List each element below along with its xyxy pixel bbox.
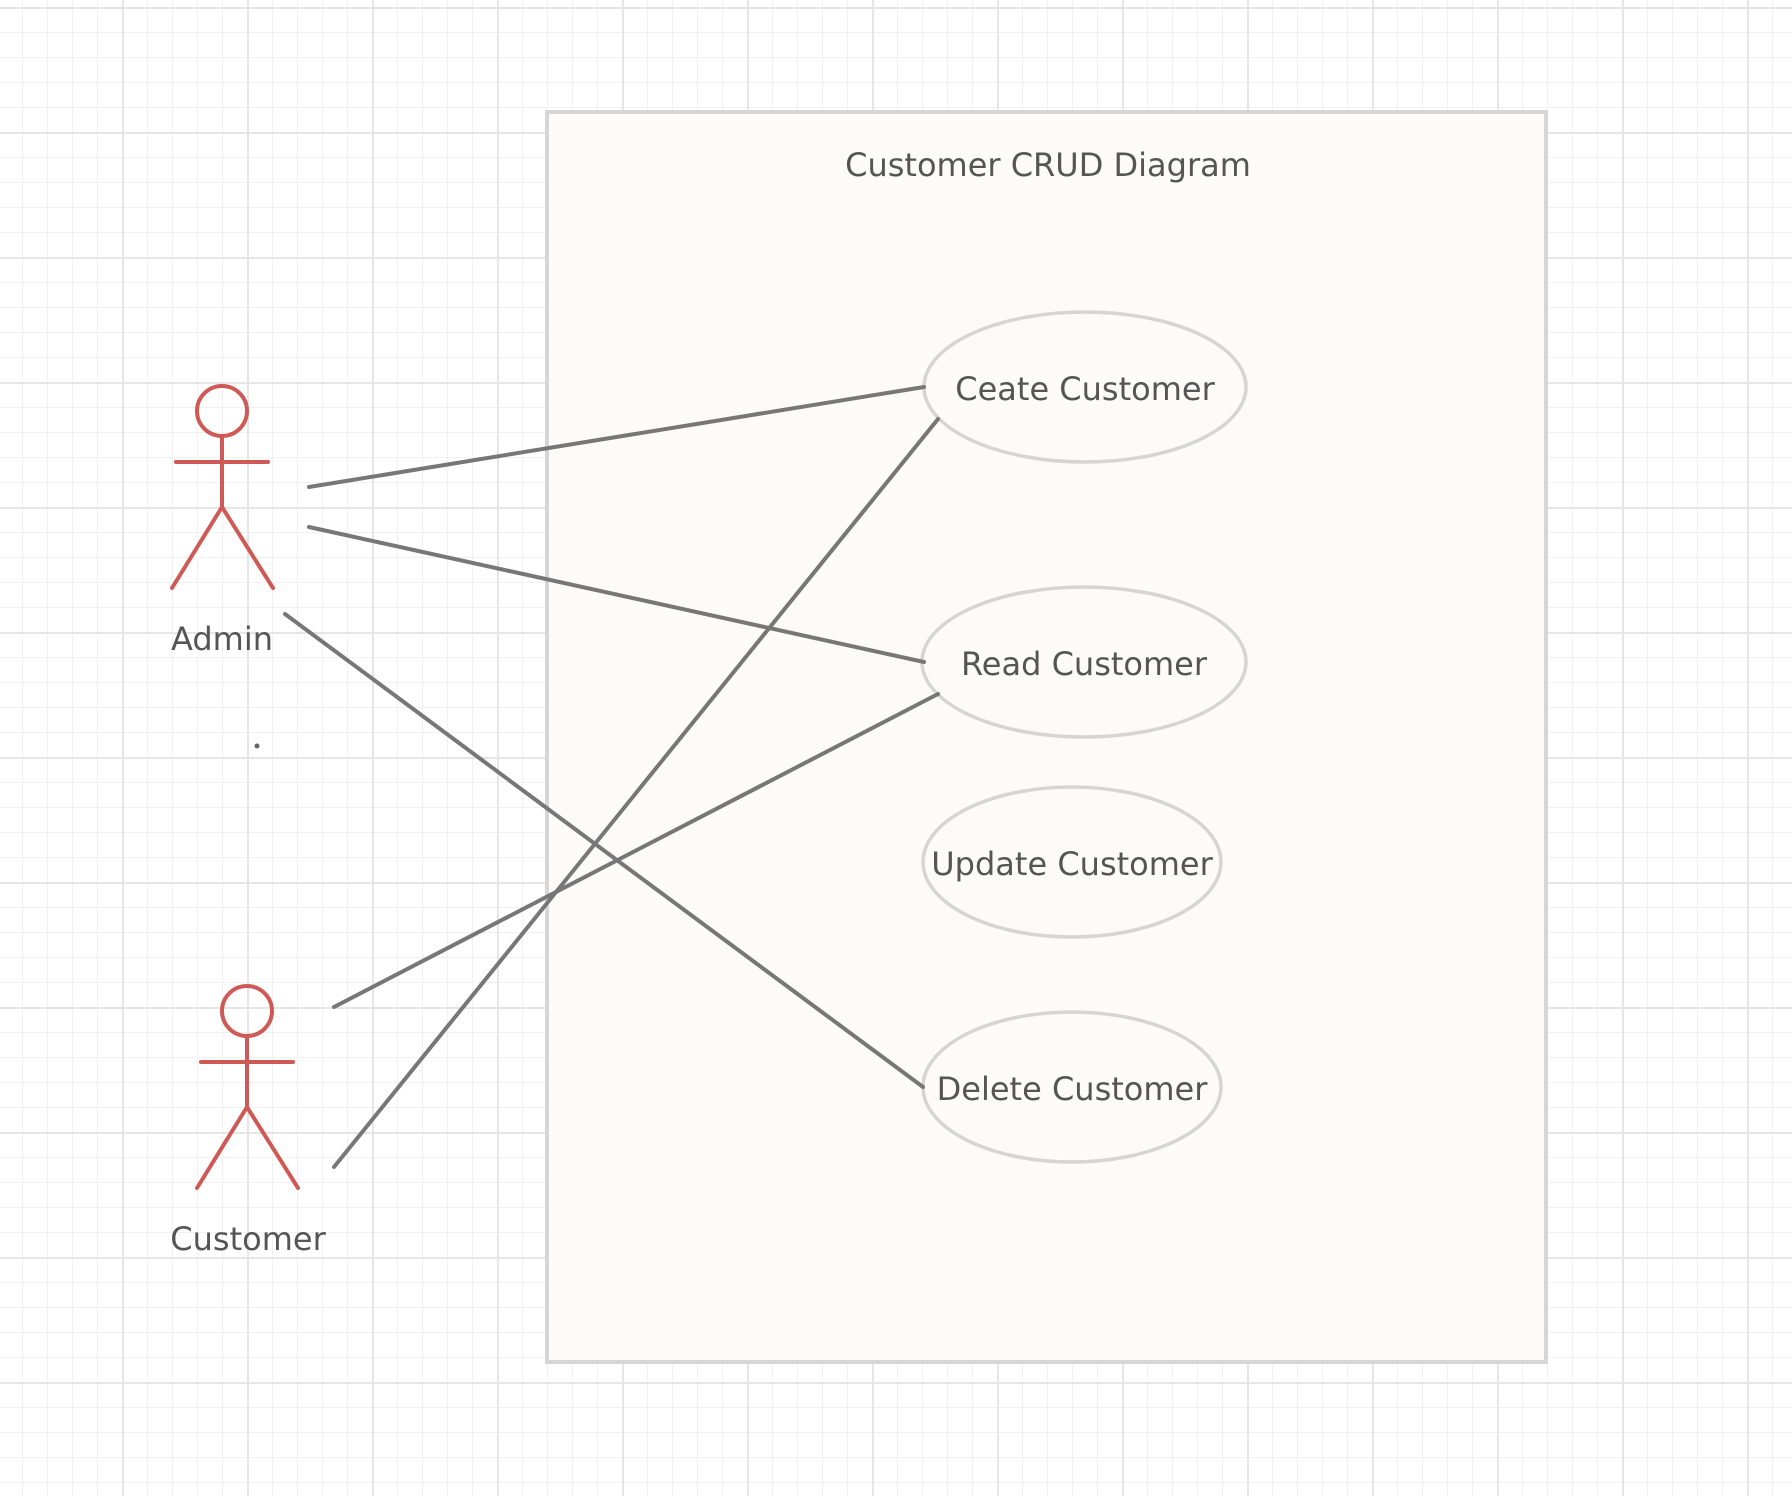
actor-customer-figure xyxy=(195,984,300,1190)
actor-admin[interactable]: Admin xyxy=(170,384,275,658)
actor-admin-label: Admin xyxy=(171,620,273,658)
actor-customer-label: Customer xyxy=(170,1220,326,1258)
use-case-create-label: Ceate Customer xyxy=(955,370,1215,408)
use-case-create[interactable]: Ceate Customer xyxy=(922,310,1248,464)
system-boundary[interactable]: Customer CRUD Diagram xyxy=(545,110,1548,1364)
use-case-update[interactable]: Update Customer xyxy=(921,785,1223,939)
use-case-delete-label: Delete Customer xyxy=(937,1070,1209,1108)
use-case-read[interactable]: Read Customer xyxy=(920,585,1248,739)
use-case-read-label: Read Customer xyxy=(961,645,1208,683)
actor-customer[interactable]: Customer xyxy=(170,984,327,1258)
association-customer-read[interactable] xyxy=(332,692,940,1009)
use-case-delete[interactable]: Delete Customer xyxy=(921,1010,1223,1164)
diagram-title: Customer CRUD Diagram xyxy=(845,146,1251,184)
association-admin-read[interactable] xyxy=(307,525,926,664)
system-boundary-rect xyxy=(545,110,1548,1364)
actor-admin-figure xyxy=(170,384,275,590)
stray-dot xyxy=(254,743,260,749)
association-customer-create[interactable] xyxy=(332,417,940,1169)
association-admin-delete[interactable] xyxy=(283,612,925,1089)
use-case-update-ellipse xyxy=(921,785,1223,939)
association-admin-create[interactable] xyxy=(307,385,926,489)
use-case-update-label: Update Customer xyxy=(931,845,1213,883)
